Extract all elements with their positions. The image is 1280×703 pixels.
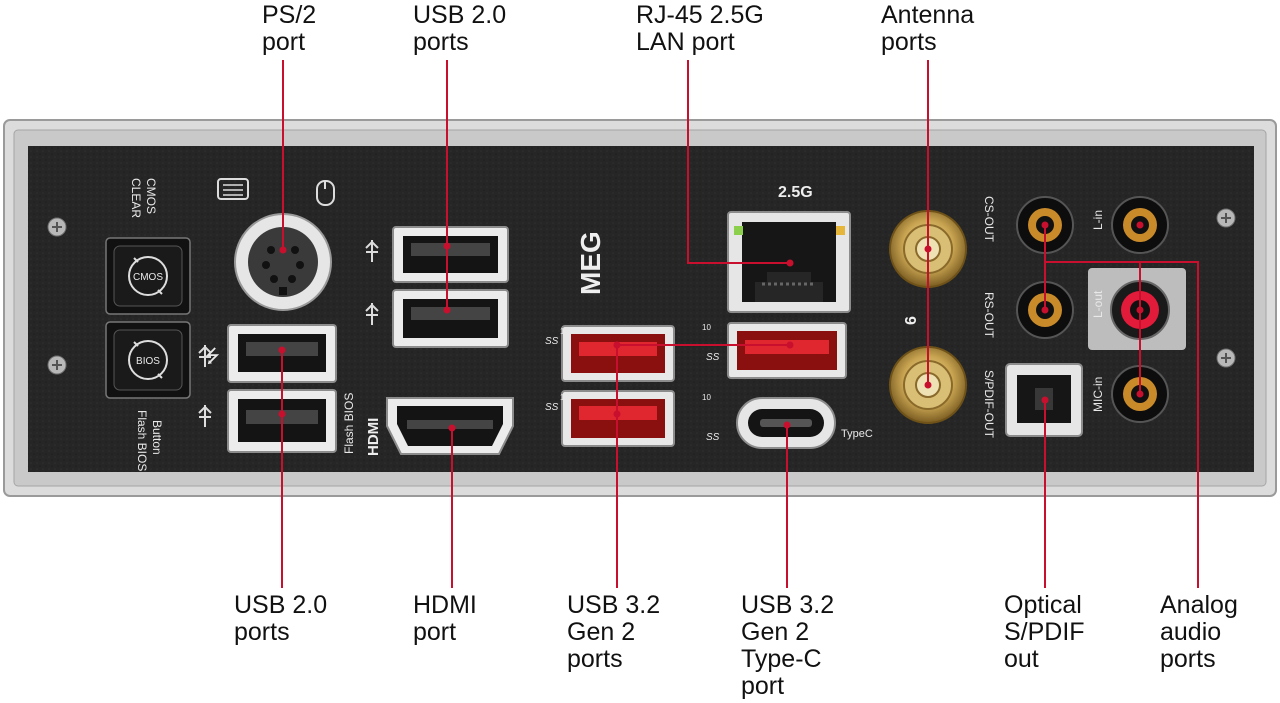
usb-symbol-icon	[198, 345, 212, 367]
button-label: Button	[150, 420, 164, 455]
mouse-icon	[316, 180, 335, 206]
screw-icon	[1216, 208, 1236, 228]
clear-cmos-button[interactable]: CMOS	[105, 237, 191, 315]
wifi6-logo: 6	[903, 316, 920, 325]
clear-label: CLEAR	[129, 178, 143, 218]
superspeed-10-label: 10	[560, 327, 569, 336]
bios-button-label: BIOS	[136, 356, 160, 367]
mic-in-label: MIC-in	[1091, 377, 1105, 412]
usb2-port-top-2[interactable]	[392, 289, 509, 348]
meg-logo: MEG	[575, 231, 606, 295]
screw-icon	[47, 217, 67, 237]
lan-speed-label: 2.5G	[778, 184, 813, 201]
flash-bios-port-label: Flash BIOS	[342, 393, 356, 454]
cmos-label: CMOS	[144, 178, 158, 214]
flash-bios-button[interactable]: BIOS	[105, 321, 191, 399]
cmos-button-label: CMOS	[133, 272, 163, 283]
typec-label: TypeC	[841, 428, 873, 440]
leader-analog	[1044, 225, 1199, 588]
leader-rj45	[687, 60, 790, 264]
leader-usb32	[616, 344, 790, 588]
superspeed-10-icon: SS	[545, 336, 559, 347]
usb32-port-3[interactable]	[727, 322, 847, 379]
superspeed-10-label: 10	[560, 393, 569, 402]
usb2-port-top-1[interactable]	[392, 226, 509, 283]
superspeed-10-icon: SS	[706, 432, 720, 443]
rs-out-label: RS-OUT	[982, 292, 996, 339]
hdmi-logo: HDMI	[365, 418, 382, 456]
superspeed-10-icon: SS	[706, 352, 720, 363]
screw-icon	[1216, 348, 1236, 368]
screw-icon	[47, 355, 67, 375]
spdif-out-label: S/PDIF-OUT	[982, 370, 996, 439]
flash-bios-label: Flash BIOS	[135, 410, 149, 471]
cs-out-label: CS-OUT	[982, 196, 996, 243]
usb-symbol-icon	[365, 240, 379, 262]
leader-dots	[278, 221, 1144, 432]
superspeed-10-label: 10	[702, 393, 711, 402]
line-in-label: L-in	[1091, 210, 1105, 230]
keyboard-icon	[217, 178, 249, 200]
superspeed-10-icon: SS	[545, 402, 559, 413]
ps2-port[interactable]	[234, 213, 332, 311]
leader-lines	[281, 60, 1199, 588]
usb-symbol-icon	[198, 405, 212, 427]
superspeed-10-label: 10	[702, 323, 711, 332]
usb-symbol-icon	[365, 303, 379, 325]
line-out-label: L-out	[1091, 290, 1105, 318]
